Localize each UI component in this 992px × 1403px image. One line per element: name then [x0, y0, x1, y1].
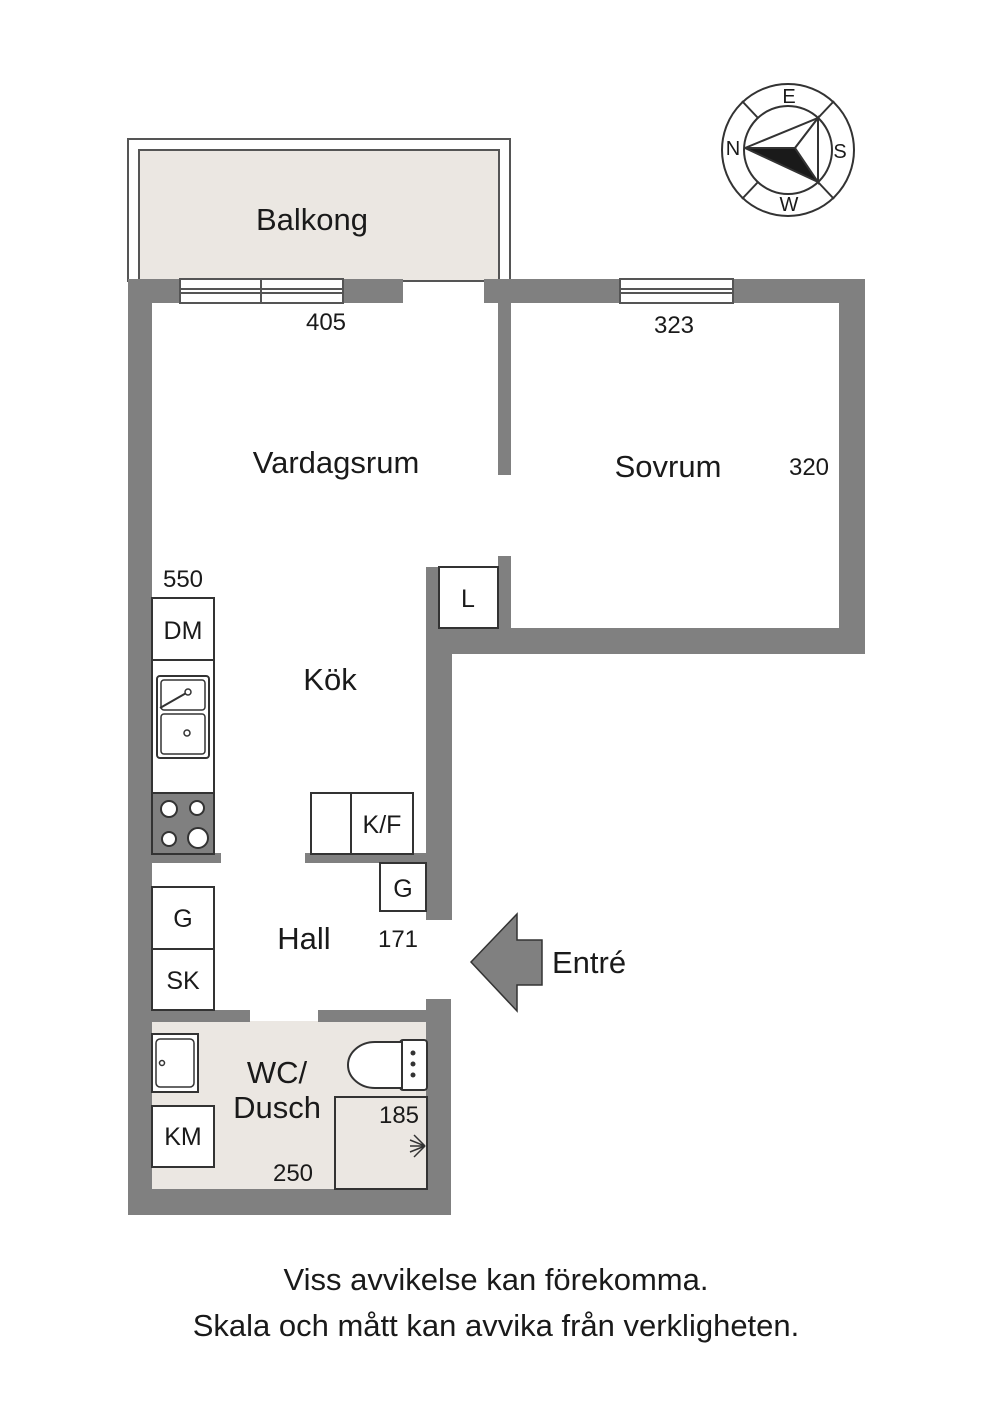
compass-n: N — [726, 138, 740, 160]
washbasin-icon — [151, 1033, 199, 1093]
closet-l-box — [438, 566, 499, 629]
hall-wardrobe-east-box — [379, 862, 427, 912]
entrance-label: Entré — [552, 945, 626, 980]
kitchen-counter — [151, 597, 215, 855]
disclaimer-line-1: Viss avvikelse kan förekomma. — [283, 1262, 709, 1297]
dim-bath-width: 250 — [273, 1160, 313, 1187]
room-label-kitchen: Kök — [303, 662, 357, 697]
label-wardrobe-hall: G — [173, 905, 192, 933]
room-label-balcony: Balkong — [256, 202, 368, 237]
dim-bedroom-width: 323 — [654, 312, 694, 339]
stove-icon — [151, 792, 215, 855]
sink-icon — [156, 675, 210, 759]
dim-hall-width: 171 — [378, 926, 418, 953]
label-fridge-freezer: K/F — [363, 811, 402, 839]
shower-area — [334, 1096, 428, 1190]
disclaimer-line-2: Skala och mått kan avvika från verklighe… — [192, 1308, 800, 1343]
label-washing-machine: KM — [164, 1123, 202, 1151]
room-label-bath-line2: Dusch — [233, 1090, 321, 1125]
window-living — [179, 278, 344, 304]
window-bedroom — [619, 278, 734, 304]
label-closet-l: L — [461, 585, 475, 613]
label-wardrobe-kitchen: G — [393, 875, 412, 903]
label-shoe-cabinet: SK — [166, 967, 200, 995]
dim-bedroom-depth: 320 — [789, 454, 829, 481]
room-label-bedroom: Sovrum — [615, 449, 722, 484]
hall-storage — [151, 886, 215, 1011]
room-label-bath-line1: WC/ — [247, 1055, 308, 1090]
label-dishwasher: DM — [164, 617, 203, 645]
washing-machine-box — [151, 1105, 215, 1168]
fridge-freezer-unit — [310, 792, 414, 855]
dim-shower-depth: 185 — [379, 1102, 419, 1129]
walls — [128, 279, 865, 1215]
compass-e: E — [782, 86, 795, 108]
entrance-arrow-icon — [469, 912, 543, 1013]
room-label-living: Vardagsrum — [253, 445, 420, 480]
room-label-hall: Hall — [277, 921, 330, 956]
compass-s: S — [833, 141, 846, 163]
toilet-icon — [347, 1039, 428, 1091]
balcony — [127, 138, 511, 282]
dim-living-width: 405 — [306, 309, 346, 336]
compass-rose-icon — [721, 83, 855, 217]
compass-w: W — [780, 194, 799, 216]
dim-kitchen-length: 550 — [163, 566, 203, 593]
shower-head-icon — [409, 1134, 426, 1158]
